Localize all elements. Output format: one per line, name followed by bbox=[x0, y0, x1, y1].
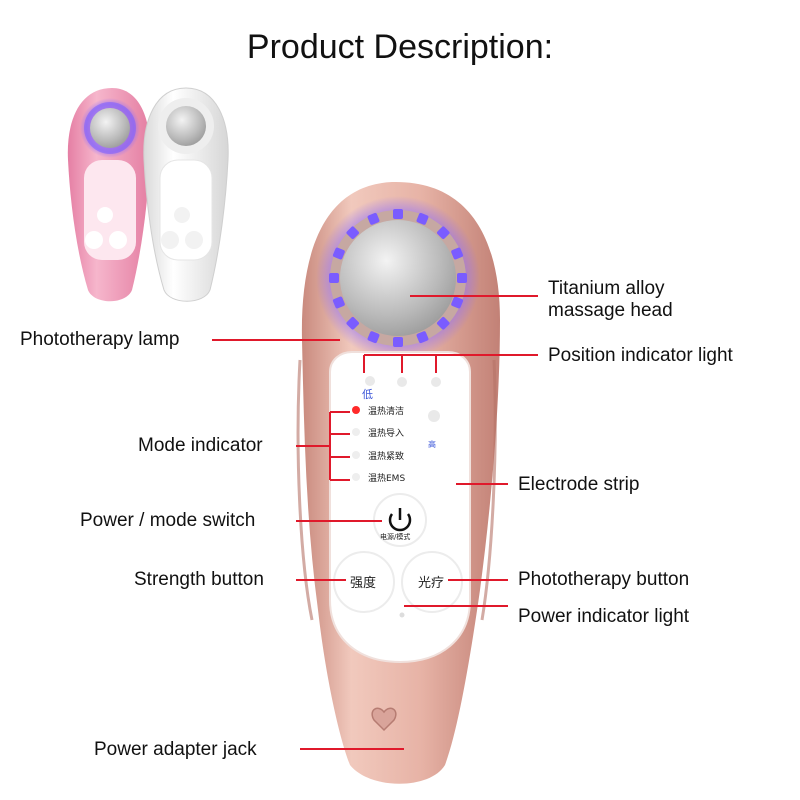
led-light bbox=[393, 337, 403, 347]
power-mode-switch-label: Power / mode switch bbox=[80, 510, 256, 531]
led-light bbox=[416, 331, 429, 344]
mode-4-text: 温热EMS bbox=[368, 472, 405, 484]
led-light bbox=[457, 273, 467, 283]
mode-1-text: 温热清洁 bbox=[368, 405, 404, 417]
pink-device-thumbnail bbox=[67, 88, 151, 302]
strength-button-label: Strength button bbox=[134, 569, 264, 590]
led-light bbox=[393, 209, 403, 219]
led-light bbox=[329, 273, 339, 283]
leader-lines bbox=[212, 295, 538, 750]
led-light bbox=[332, 247, 345, 260]
led-light bbox=[451, 247, 464, 260]
titanium-head-label-line1: Titanium alloy bbox=[548, 278, 665, 299]
strength-label-text: 强度 bbox=[350, 575, 376, 591]
led-light bbox=[332, 296, 345, 309]
power-label-text: 电源/模式 bbox=[380, 532, 410, 541]
position-indicator-label: Position indicator light bbox=[548, 345, 733, 366]
power-adapter-label: Power adapter jack bbox=[94, 739, 257, 760]
page-title: Product Description: bbox=[246, 28, 554, 66]
led-light bbox=[437, 317, 450, 330]
phototherapy-lamp-label: Phototherapy lamp bbox=[20, 329, 180, 350]
electrode-strip-label: Electrode strip bbox=[518, 474, 640, 495]
mode-3-text: 温热紧致 bbox=[368, 450, 404, 462]
light-label-text: 光疗 bbox=[418, 576, 444, 591]
mode-2-text: 温热导入 bbox=[368, 427, 404, 439]
power-indicator-label: Power indicator light bbox=[518, 606, 690, 627]
white-device-thumbnail bbox=[143, 87, 229, 302]
titanium-head-label-line2: massage head bbox=[548, 300, 673, 321]
mode-indicator-label: Mode indicator bbox=[138, 435, 263, 456]
led-light bbox=[416, 212, 429, 225]
led-light bbox=[367, 331, 380, 344]
led-light bbox=[451, 296, 464, 309]
led-light bbox=[346, 226, 359, 239]
led-light bbox=[437, 226, 450, 239]
main-device bbox=[296, 181, 500, 784]
level-low-text: 低 bbox=[362, 388, 373, 401]
level-high-text: 高 bbox=[428, 439, 436, 449]
led-light bbox=[367, 212, 380, 225]
phototherapy-button-label: Phototherapy button bbox=[518, 569, 690, 590]
led-light bbox=[346, 317, 359, 330]
